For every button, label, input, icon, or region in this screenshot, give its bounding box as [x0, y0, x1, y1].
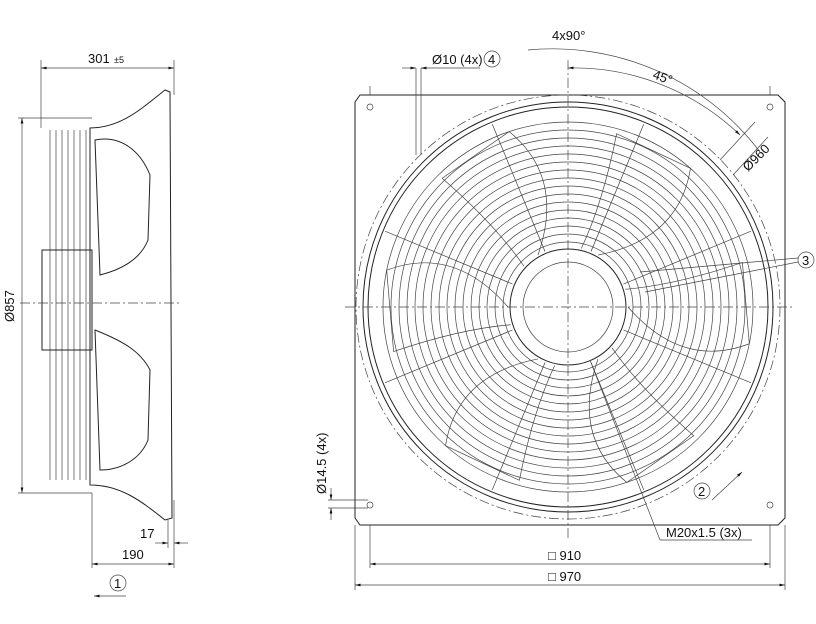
mount-hole-dimension: Ø14.5 (4x): [314, 433, 329, 494]
offset-dimension: 190: [122, 547, 144, 562]
fan-blade: [445, 358, 556, 481]
callout-2: 2: [698, 484, 705, 499]
angle-arc-90: [527, 48, 761, 153]
inner-square-dimension: □ 910: [548, 548, 581, 563]
cable-gland-label: M20x1.5 (3x): [666, 525, 742, 540]
grille-spoke: [491, 123, 546, 252]
airflow-callout-circle: [109, 574, 127, 592]
callout-3: 3: [802, 253, 809, 268]
grille-spoke: [590, 123, 645, 252]
fan-blade: [580, 133, 691, 256]
angle-dimension: 4x90°: [552, 28, 585, 43]
hole-callout: 4: [488, 52, 495, 67]
side-view: 301 ±5 Ø857 17 190 1: [2, 51, 188, 598]
hole-dimension: Ø10 (4x): [432, 52, 483, 67]
grille-spoke: [384, 230, 513, 285]
outer-square-dimension: □ 970: [548, 569, 581, 584]
side-housing-outline: [89, 89, 173, 521]
bolt-circle-dimension: Ø960: [740, 141, 773, 174]
angle-half-dimension: 45°: [651, 67, 675, 88]
mount-hole: [366, 103, 374, 111]
diameter-dimension: Ø857: [2, 290, 17, 322]
depth-tolerance: ±5: [114, 55, 124, 65]
corner-holes: [366, 103, 774, 509]
side-grille: [49, 130, 87, 480]
side-blade-upper: [94, 138, 151, 276]
flange-dimension: 17: [140, 526, 154, 541]
mounting-plate: [354, 94, 786, 526]
mount-hole: [766, 501, 774, 509]
mount-hole: [766, 103, 774, 111]
grille-spoke: [590, 362, 645, 491]
airflow-callout: 1: [114, 576, 121, 591]
fan-blade: [386, 262, 511, 353]
grille-spoke: [384, 329, 513, 384]
side-motor: [41, 249, 93, 351]
fan-blade: [625, 261, 750, 352]
front-view: Ø10 (4x) 4 4x90° 45° Ø960 3 2 Ø14.5 (4x)…: [314, 28, 815, 590]
fan-blade: [588, 347, 695, 483]
grille-spoke: [491, 362, 546, 491]
grille-spoke: [623, 329, 752, 384]
depth-dimension: 301: [88, 51, 110, 66]
fan-blade: [441, 131, 548, 267]
mount-hole: [366, 501, 374, 509]
side-blade-lower: [94, 329, 151, 471]
grille-spoke: [623, 230, 752, 285]
angle-arc-45: [567, 66, 741, 136]
